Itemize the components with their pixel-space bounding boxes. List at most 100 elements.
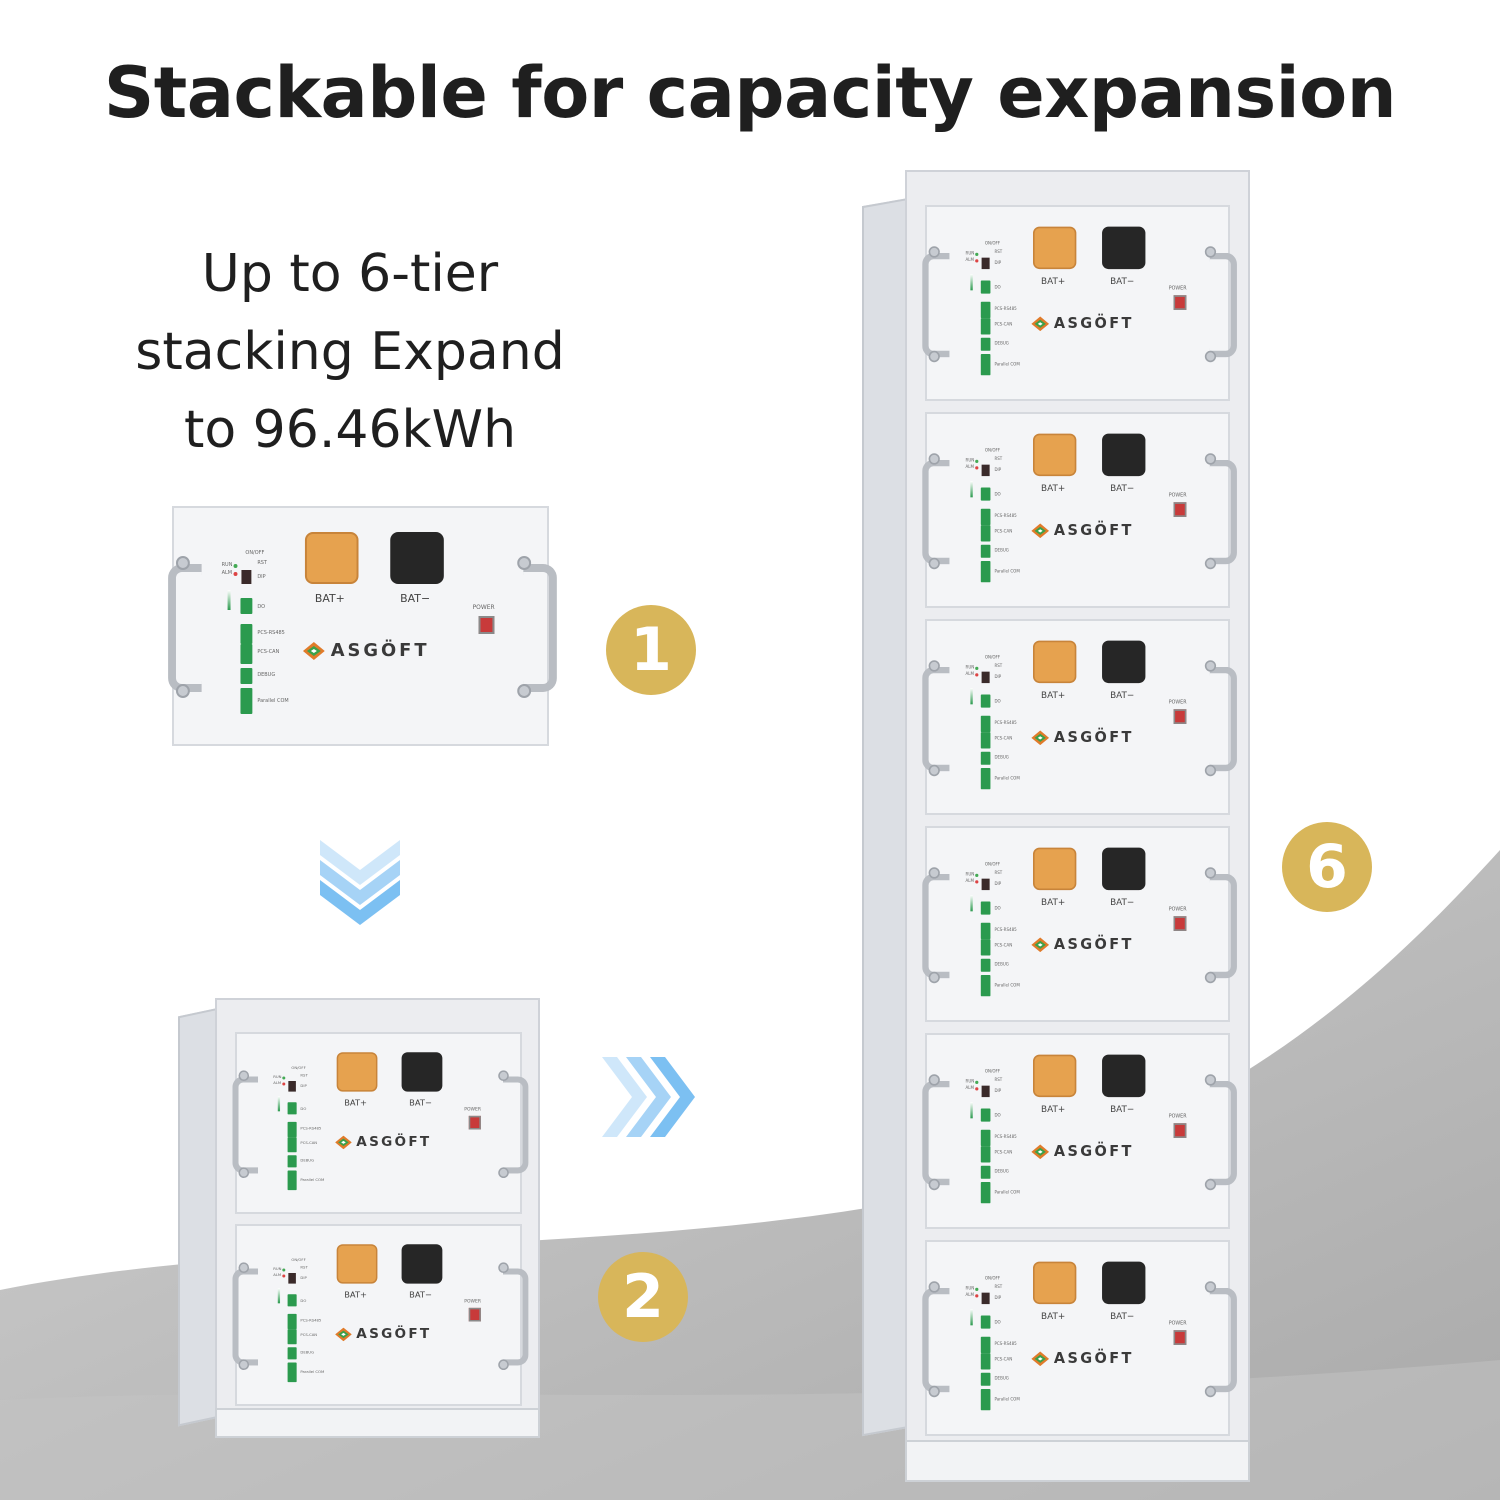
status-led	[975, 1087, 979, 1091]
brand-logo: ASGÖFT	[335, 1326, 431, 1342]
positive-terminal	[1032, 1261, 1077, 1305]
status-led	[282, 1274, 286, 1278]
dip-switch	[981, 464, 990, 477]
power-label: POWER	[1168, 1320, 1187, 1327]
brand-logo: ASGÖFT	[1031, 315, 1133, 332]
bolt	[238, 1262, 250, 1273]
pcs-can-port	[980, 939, 991, 956]
right-handle	[502, 1268, 529, 1366]
pcs-can-port	[287, 1329, 297, 1345]
asgoft-logo-icon	[1031, 730, 1050, 745]
right-handle	[1209, 459, 1237, 565]
indicator-label: DO	[300, 1298, 307, 1304]
bat-neg-label: BAT−	[1110, 275, 1135, 287]
indicator-label: RST	[994, 1284, 1003, 1290]
indicator-label: DIP	[994, 674, 1002, 680]
rack-6-module-2: ON/OFF RUN ALM RST DIP DO PCS-RS485 PCS-…	[922, 412, 1237, 608]
power-label: POWER	[464, 1298, 482, 1305]
port-label: PCS-CAN	[300, 1140, 318, 1146]
asgoft-logo-icon	[335, 1327, 352, 1341]
port-label: PCS-RS485	[994, 720, 1017, 726]
bolt	[175, 556, 190, 570]
negative-terminal	[1102, 1054, 1146, 1098]
bat-pos-label: BAT+	[1041, 896, 1066, 908]
description-line-1: Up to 6-tier	[201, 244, 499, 304]
negative-terminal	[401, 1244, 443, 1284]
negative-terminal	[1102, 847, 1146, 891]
power-switch	[1173, 1123, 1187, 1138]
do-port	[980, 1315, 991, 1329]
port-label: Parallel COM	[994, 1190, 1020, 1196]
indicator-label: ON/OFF	[984, 448, 1001, 454]
dip-switch	[981, 878, 990, 891]
indicator-label: ON/OFF	[984, 1069, 1001, 1075]
left-handle	[922, 459, 950, 565]
indicator-label: DIP	[994, 881, 1002, 887]
indicator-label: DO	[300, 1106, 307, 1112]
left-handle	[232, 1268, 259, 1366]
positive-terminal	[336, 1052, 378, 1092]
power-switch	[1173, 295, 1187, 310]
bolt	[1204, 1178, 1217, 1191]
port-label: Parallel COM	[994, 362, 1020, 368]
negative-terminal	[390, 532, 444, 584]
dip-switch	[981, 1292, 990, 1305]
indicator-label: DIP	[994, 1295, 1002, 1301]
bolt	[498, 1359, 509, 1371]
do-port	[980, 1108, 991, 1122]
bolt	[928, 557, 940, 570]
capacity-description: Up to 6-tier stacking Expand to 96.46kWh	[70, 235, 630, 469]
parallel-com-port	[287, 1170, 297, 1191]
indicator-label: ALM	[965, 671, 975, 677]
badge-one: 1	[606, 605, 696, 695]
port-label: PCS-RS485	[300, 1126, 322, 1132]
brand-logo: ASGÖFT	[335, 1134, 431, 1150]
level-indicator	[970, 1101, 973, 1119]
indicator-label: ON/OFF	[984, 1276, 1001, 1282]
indicator-label: ON/OFF	[291, 1065, 306, 1071]
positive-terminal	[1032, 1054, 1077, 1098]
status-led	[233, 572, 238, 576]
indicator-label: ALM	[273, 1272, 282, 1278]
indicator-label: DO	[994, 285, 1001, 291]
indicator-label: ON/OFF	[291, 1257, 306, 1263]
bolt	[1204, 1074, 1217, 1086]
asgoft-logo-icon	[1031, 523, 1050, 538]
debug-port	[980, 544, 991, 558]
bat-neg-label: BAT−	[1110, 1310, 1135, 1322]
bolt	[1204, 867, 1217, 879]
right-handle	[1209, 1080, 1237, 1186]
left-handle	[922, 252, 950, 358]
bolt	[498, 1262, 509, 1273]
positive-terminal	[1032, 847, 1077, 891]
brand-name: ASGÖFT	[1053, 521, 1134, 540]
port-label: Parallel COM	[257, 698, 289, 704]
brand-name: ASGÖFT	[356, 1326, 432, 1342]
parallel-com-port	[980, 1389, 991, 1411]
do-port	[240, 598, 253, 614]
brand-logo: ASGÖFT	[1031, 1350, 1133, 1367]
right-handle	[502, 1076, 529, 1174]
indicator-label: RUN	[221, 562, 233, 568]
negative-terminal	[1102, 226, 1146, 270]
debug-port	[287, 1155, 297, 1168]
asgoft-logo-icon	[1031, 1351, 1050, 1366]
port-label: PCS-RS485	[994, 513, 1017, 519]
status-led	[975, 666, 979, 671]
bolt	[928, 1074, 940, 1086]
bat-pos-label: BAT+	[1041, 689, 1066, 701]
power-label: POWER	[472, 604, 495, 611]
rack-6-module-6: ON/OFF RUN ALM RST DIP DO PCS-RS485 PCS-…	[922, 1240, 1237, 1436]
pcs-rs485-port	[980, 1129, 991, 1147]
rack-6-module-3: ON/OFF RUN ALM RST DIP DO PCS-RS485 PCS-…	[922, 619, 1237, 815]
bat-pos-label: BAT+	[344, 1097, 367, 1108]
power-switch	[478, 616, 495, 634]
status-led	[975, 459, 979, 464]
port-label: Parallel COM	[994, 569, 1020, 575]
indicator-label: DO	[257, 604, 266, 610]
positive-terminal	[1032, 433, 1077, 477]
bolt	[498, 1167, 509, 1179]
brand-logo: ASGÖFT	[302, 640, 430, 661]
do-port	[980, 901, 991, 915]
port-label: PCS-RS485	[300, 1318, 322, 1324]
